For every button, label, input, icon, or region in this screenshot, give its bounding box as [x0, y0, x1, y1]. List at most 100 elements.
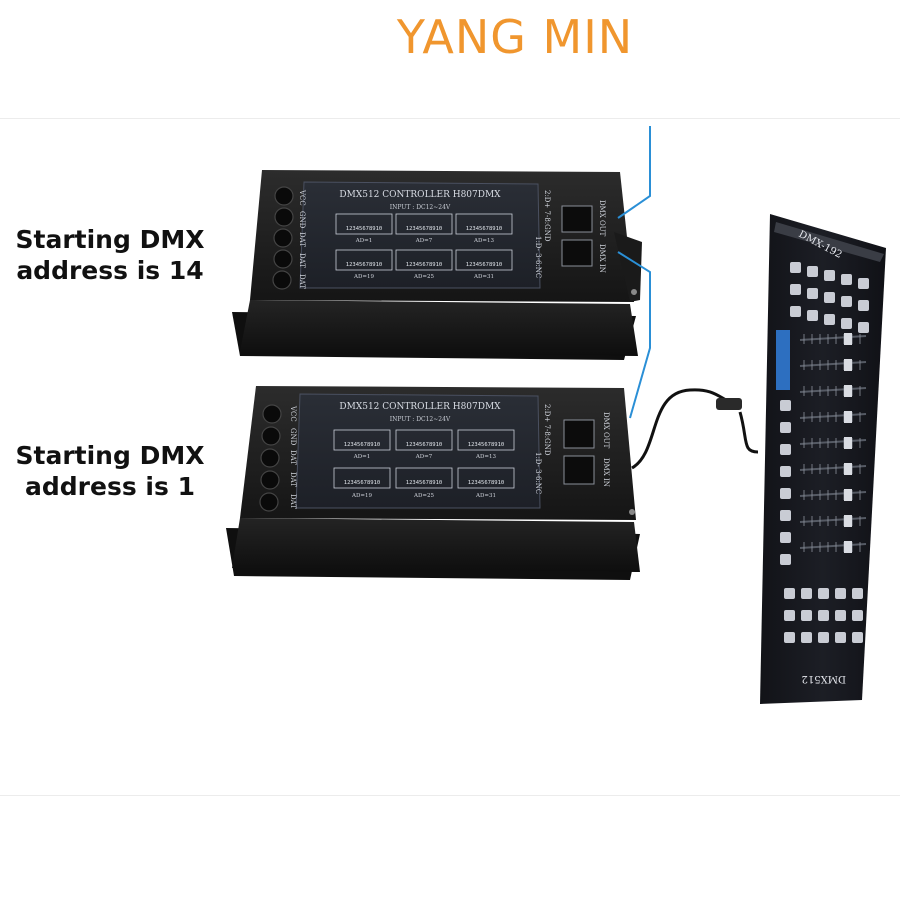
console-button-icon	[801, 632, 812, 643]
dip-label: AD=13	[475, 454, 496, 460]
console-button-icon	[801, 588, 812, 599]
terminal-screw-icon	[273, 228, 293, 248]
controller-lower-input: INPUT : DC12~24V	[390, 416, 451, 423]
dip-switch-icon	[335, 249, 393, 271]
fader-track	[799, 491, 867, 497]
controller-upper-title: DMX512 CONTROLLER H807DMX	[339, 190, 501, 200]
watermark-text: YANG MIN	[396, 10, 634, 64]
console-button-icon	[841, 318, 852, 329]
dip-label: AD=7	[415, 238, 433, 244]
terminal-screw-icon	[274, 207, 294, 227]
cable-out-upper	[617, 126, 651, 219]
caption-lower: Starting DMX address is 1	[0, 440, 220, 502]
terminal-label: DAT	[289, 494, 297, 509]
dip-label: AD=1	[355, 238, 373, 244]
console-button-icon	[807, 266, 818, 277]
caption-upper-line1: Starting DMX	[15, 225, 205, 254]
console-button-icon	[852, 588, 863, 599]
dip-digits: 12345678910	[406, 262, 442, 268]
caption-lower-line2: address is 1	[25, 472, 195, 501]
dip-digits: 12345678910	[406, 442, 442, 448]
dip-switch-icon	[395, 467, 453, 489]
dip-digits: 12345678910	[344, 480, 380, 486]
dip-digits: 12345678910	[346, 262, 382, 268]
console-top-edge	[774, 222, 884, 262]
console-button-icon	[784, 610, 795, 621]
console-button-icon	[835, 610, 846, 621]
dip-label: AD=25	[413, 493, 434, 499]
controller-lower-terminal-block: VCC GND DAT DAT DAT	[259, 404, 297, 512]
rj45-port-icon	[561, 239, 593, 267]
controller-upper-terminal-block: VCC GND DAT DAT DAT	[272, 186, 306, 290]
fader-track	[799, 413, 867, 419]
console-fader-bank	[799, 333, 867, 553]
terminal-label: GND	[298, 211, 306, 229]
controller-upper-input: INPUT : DC12~24V	[390, 204, 451, 211]
port-label-out: DMX OUT	[598, 200, 606, 237]
controller-upper-side	[240, 300, 638, 356]
pin-legend-right: 2:D+ 7-8:GND	[543, 404, 551, 456]
terminal-screw-icon	[272, 270, 292, 290]
cable-link	[617, 251, 651, 419]
console-button-icon	[824, 314, 835, 325]
terminal-screw-icon	[273, 249, 293, 269]
console-button-icon	[784, 632, 795, 643]
console-button-icon	[780, 422, 791, 433]
console-button-icon	[818, 632, 829, 643]
console-button-icon	[807, 310, 818, 321]
caption-upper: Starting DMX address is 14	[0, 224, 220, 286]
controller-lower-side	[232, 518, 640, 572]
console-button-icon	[852, 610, 863, 621]
console-button-icon	[780, 554, 791, 565]
terminal-screw-icon	[262, 404, 282, 424]
terminal-label: DAT	[298, 232, 306, 247]
console-button-icon	[807, 288, 818, 299]
console-button-icon	[780, 510, 791, 521]
dip-label: AD=7	[415, 454, 433, 460]
terminal-screw-icon	[260, 448, 280, 468]
dip-switch-icon	[457, 467, 515, 489]
caption-upper-line2: address is 14	[16, 256, 204, 285]
fader-knob-icon	[844, 385, 852, 397]
cable-console-tail	[738, 411, 759, 454]
dip-digits: 12345678910	[468, 480, 504, 486]
terminal-screw-icon	[259, 492, 279, 512]
terminal-label: DAT	[298, 253, 306, 268]
console-button-icon	[790, 284, 801, 295]
console-button-icon	[784, 588, 795, 599]
fader-knob-icon	[844, 541, 852, 553]
fader-knob-icon	[844, 333, 852, 345]
fader-track	[799, 465, 867, 471]
console-button-grid	[780, 262, 869, 643]
dip-switch-icon	[395, 429, 453, 451]
dip-digits: 12345678910	[406, 226, 442, 232]
dip-digits: 12345678910	[344, 442, 380, 448]
xlr-plug-icon	[716, 398, 742, 410]
pin-legend-right: 2:D+ 7-8:GND	[543, 190, 551, 242]
fader-knob-icon	[844, 489, 852, 501]
rj45-port-icon	[563, 419, 595, 449]
screw-icon	[629, 509, 635, 515]
photo-border-top	[0, 118, 900, 119]
dip-switch-icon	[395, 249, 453, 271]
dip-label: AD=1	[353, 454, 371, 460]
console-button-icon	[780, 444, 791, 455]
console-button-icon	[790, 306, 801, 317]
dip-switch-icon	[455, 213, 513, 235]
console-model-bottom: DMX512	[802, 673, 846, 684]
console-button-icon	[824, 270, 835, 281]
console-button-icon	[790, 262, 801, 273]
fader-track	[799, 439, 867, 445]
dip-label: AD=13	[473, 238, 494, 244]
terminal-label: DAT	[289, 450, 297, 465]
console-button-icon	[841, 274, 852, 285]
console-button-icon	[818, 588, 829, 599]
fader-knob-icon	[844, 437, 852, 449]
fader-track	[799, 361, 867, 367]
fader-knob-icon	[844, 411, 852, 423]
console-button-icon	[780, 400, 791, 411]
console-button-icon	[835, 588, 846, 599]
pin-legend-left: 1:D- 3-6:NC	[534, 236, 542, 278]
controller-lower-dip-grid: 12345678910 12345678910 12345678910 1234…	[333, 429, 515, 499]
